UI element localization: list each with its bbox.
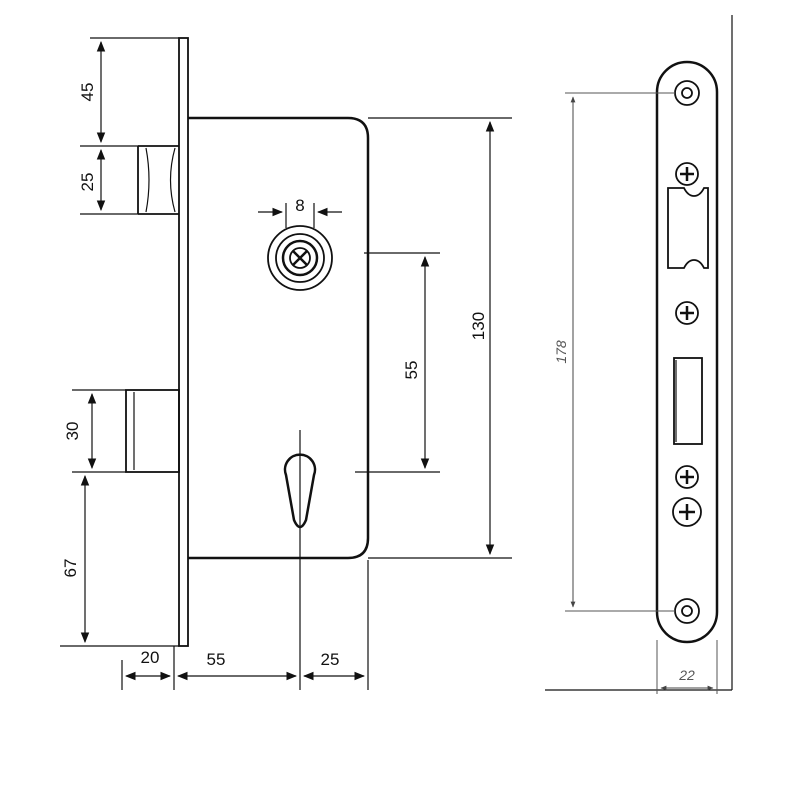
reference-lines bbox=[60, 37, 512, 690]
dim-backset: 55 bbox=[207, 650, 226, 669]
top-mount-hole bbox=[674, 80, 700, 106]
dim-case-height: 130 bbox=[469, 312, 488, 340]
bottom-mount-hole bbox=[674, 598, 700, 624]
dim-deadbolt-height: 30 bbox=[63, 422, 82, 441]
screw-icon bbox=[675, 301, 699, 325]
faceplate-width-dimension bbox=[656, 640, 718, 694]
faceplate-front-view: 178 22 bbox=[545, 15, 733, 694]
screw-icon bbox=[672, 497, 702, 527]
latch-opening bbox=[667, 187, 709, 269]
dim-bolt-offset-top: 45 bbox=[78, 83, 97, 102]
screw-icon bbox=[675, 465, 699, 489]
dim-cylinder-to-bottom: 67 bbox=[61, 559, 80, 578]
lock-side-view bbox=[125, 37, 370, 647]
faceplate-front bbox=[655, 60, 719, 644]
cylinder-keyhole bbox=[283, 453, 317, 529]
lock-case bbox=[188, 116, 370, 560]
dim-faceplate-length: 178 bbox=[553, 340, 569, 364]
dim-faceplate-thickness: 20 bbox=[141, 648, 160, 667]
dim-cylinder-to-edge: 25 bbox=[321, 650, 340, 669]
screw-icon bbox=[675, 162, 699, 186]
faceplate-length-dimension bbox=[565, 92, 675, 612]
deadbolt-opening bbox=[673, 357, 703, 445]
dim-spindle-size: 8 bbox=[295, 196, 304, 215]
faceplate-side bbox=[178, 37, 189, 647]
dim-latch-height: 25 bbox=[78, 173, 97, 192]
latch-bolt bbox=[137, 145, 179, 215]
dimension-arrows bbox=[80, 40, 495, 681]
spindle-follower bbox=[267, 225, 333, 291]
dead-bolt bbox=[125, 389, 180, 473]
dim-faceplate-width: 22 bbox=[678, 667, 695, 683]
dim-handle-to-cylinder: 55 bbox=[402, 361, 421, 380]
